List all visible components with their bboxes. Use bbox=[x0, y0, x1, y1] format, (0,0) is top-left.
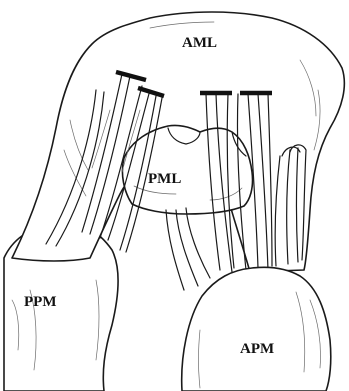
anterior-papillary-muscle bbox=[182, 267, 331, 391]
label-aml: AML bbox=[182, 35, 217, 51]
label-pml: PML bbox=[148, 171, 181, 187]
label-ppm: PPM bbox=[24, 294, 56, 310]
label-apm: APM bbox=[240, 341, 274, 357]
posterior-mitral-leaflet bbox=[122, 125, 252, 214]
